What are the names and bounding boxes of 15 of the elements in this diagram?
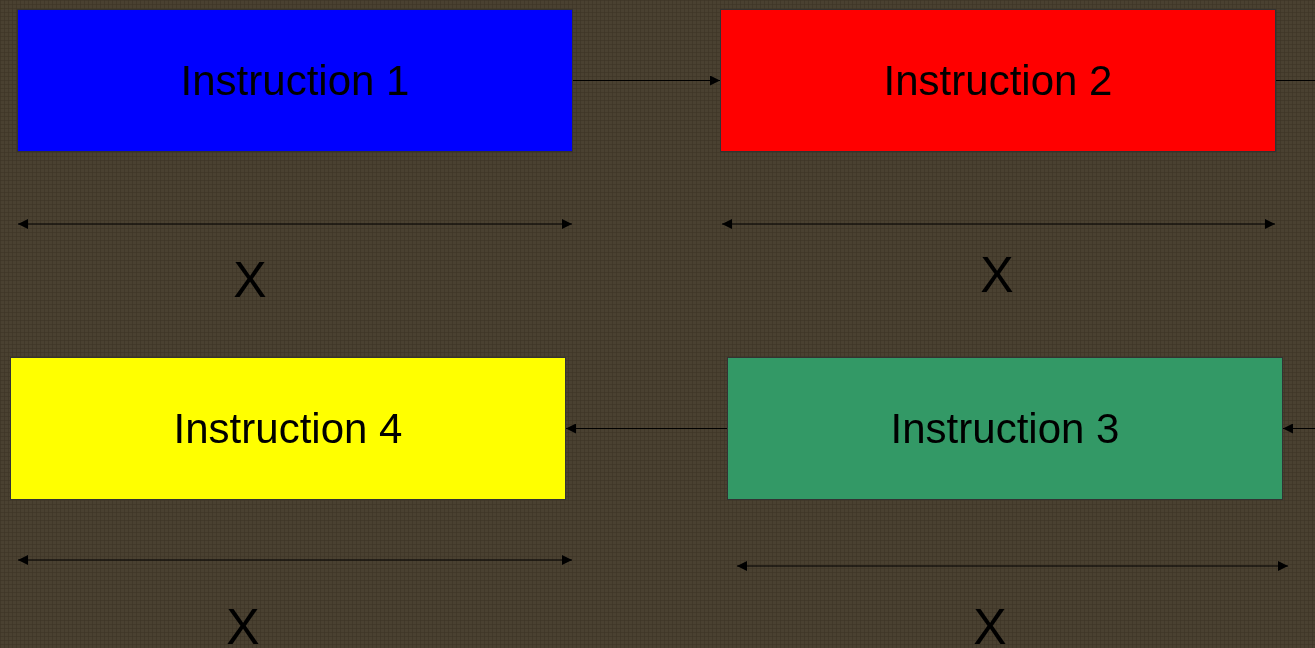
dimension-label: X [973, 602, 1007, 648]
instruction-box [720, 9, 1276, 152]
box-label: Instruction 2 [883, 59, 1113, 102]
box-label: Instruction 4 [173, 407, 403, 450]
instruction-box [727, 357, 1283, 500]
box-label: Instruction 1 [180, 59, 410, 102]
arrow [565, 423, 728, 434]
arrow [1282, 423, 1315, 434]
arrow [572, 75, 721, 86]
instruction-box [17, 9, 573, 152]
box-label: Instruction 3 [890, 407, 1120, 450]
dimension-label: X [980, 250, 1014, 300]
instruction-box [10, 357, 566, 500]
dimension-label: X [233, 255, 267, 305]
dimension-label: X [226, 602, 260, 648]
